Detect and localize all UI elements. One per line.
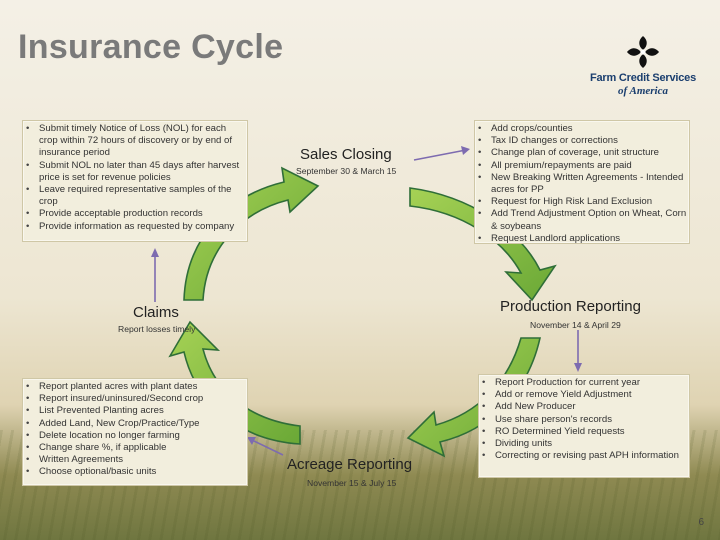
- list-item: Use share person's records: [482, 414, 689, 426]
- list-item: Add or remove Yield Adjustment: [482, 389, 689, 401]
- list-item: Written Agreements: [26, 454, 247, 466]
- list-item: Change share %, if applicable: [26, 442, 247, 454]
- list-item: Submit timely Notice of Loss (NOL) for e…: [26, 123, 247, 160]
- page-number: 6: [698, 517, 704, 528]
- list-item: All premium/repayments are paid: [478, 160, 689, 172]
- list-item: Change plan of coverage, unit structure: [478, 147, 689, 159]
- list-item: Report insured/uninsured/Second crop: [26, 393, 247, 405]
- list-item: RO Determined Yield requests: [482, 426, 689, 438]
- list-item: List Prevented Planting acres: [26, 405, 247, 417]
- logo-text-line1: Farm Credit Services: [589, 72, 697, 84]
- stage-title-production-reporting: Production Reporting: [500, 298, 641, 315]
- farm-credit-logo-icon: [627, 36, 659, 68]
- connector-acreage-to-list: [251, 439, 284, 456]
- cycle-arrow-top-right: [409, 187, 557, 302]
- page-title: Insurance Cycle: [18, 28, 284, 66]
- list-item: Report planted acres with plant dates: [26, 381, 247, 393]
- stage-dates-claims: Report losses timely: [118, 324, 196, 334]
- list-item: Add New Producer: [482, 401, 689, 413]
- list-item: Added Land, New Crop/Practice/Type: [26, 418, 247, 430]
- production-reporting-list-box: Report Production for current year Add o…: [478, 374, 690, 478]
- list-item: Add crops/counties: [478, 123, 689, 135]
- list-item: Report Production for current year: [482, 377, 689, 389]
- list-item: New Breaking Written Agreements - Intend…: [478, 172, 689, 196]
- stage-title-acreage-reporting: Acreage Reporting: [287, 456, 413, 473]
- list-item: Choose optional/basic units: [26, 466, 247, 478]
- claims-requirements-box: Submit timely Notice of Loss (NOL) for e…: [22, 120, 248, 242]
- list-item: Provide information as requested by comp…: [26, 221, 247, 233]
- connector-sales-to-list: [413, 149, 467, 161]
- list-item: Tax ID changes or corrections: [478, 135, 689, 147]
- stage-dates-sales-closing: September 30 & March 15: [296, 166, 397, 176]
- list-item: Add Trend Adjustment Option on Wheat, Co…: [478, 208, 689, 232]
- list-item: Provide acceptable production records: [26, 208, 247, 220]
- stage-title-claims: Claims: [133, 304, 179, 321]
- stage-dates-production-reporting: November 14 & April 29: [530, 320, 621, 330]
- list-item: Correcting or revising past APH informat…: [482, 450, 689, 462]
- list-item: Leave required representative samples of…: [26, 184, 247, 208]
- list-item: Dividing units: [482, 438, 689, 450]
- acreage-reporting-list-box: Report planted acres with plant dates Re…: [22, 378, 248, 486]
- stage-dates-acreage-reporting: November 15 & July 15: [307, 478, 397, 488]
- sales-closing-list-box: Add crops/counties Tax ID changes or cor…: [474, 120, 690, 245]
- list-item: Submit NOL no later than 45 days after h…: [26, 160, 247, 184]
- list-item: Request for High Risk Land Exclusion: [478, 196, 689, 208]
- logo-text-line2: of America: [618, 85, 668, 97]
- stage-title-sales-closing: Sales Closing: [300, 146, 392, 163]
- list-item: Delete location no longer farming: [26, 430, 247, 442]
- list-item: Request Landlord applications: [478, 233, 689, 245]
